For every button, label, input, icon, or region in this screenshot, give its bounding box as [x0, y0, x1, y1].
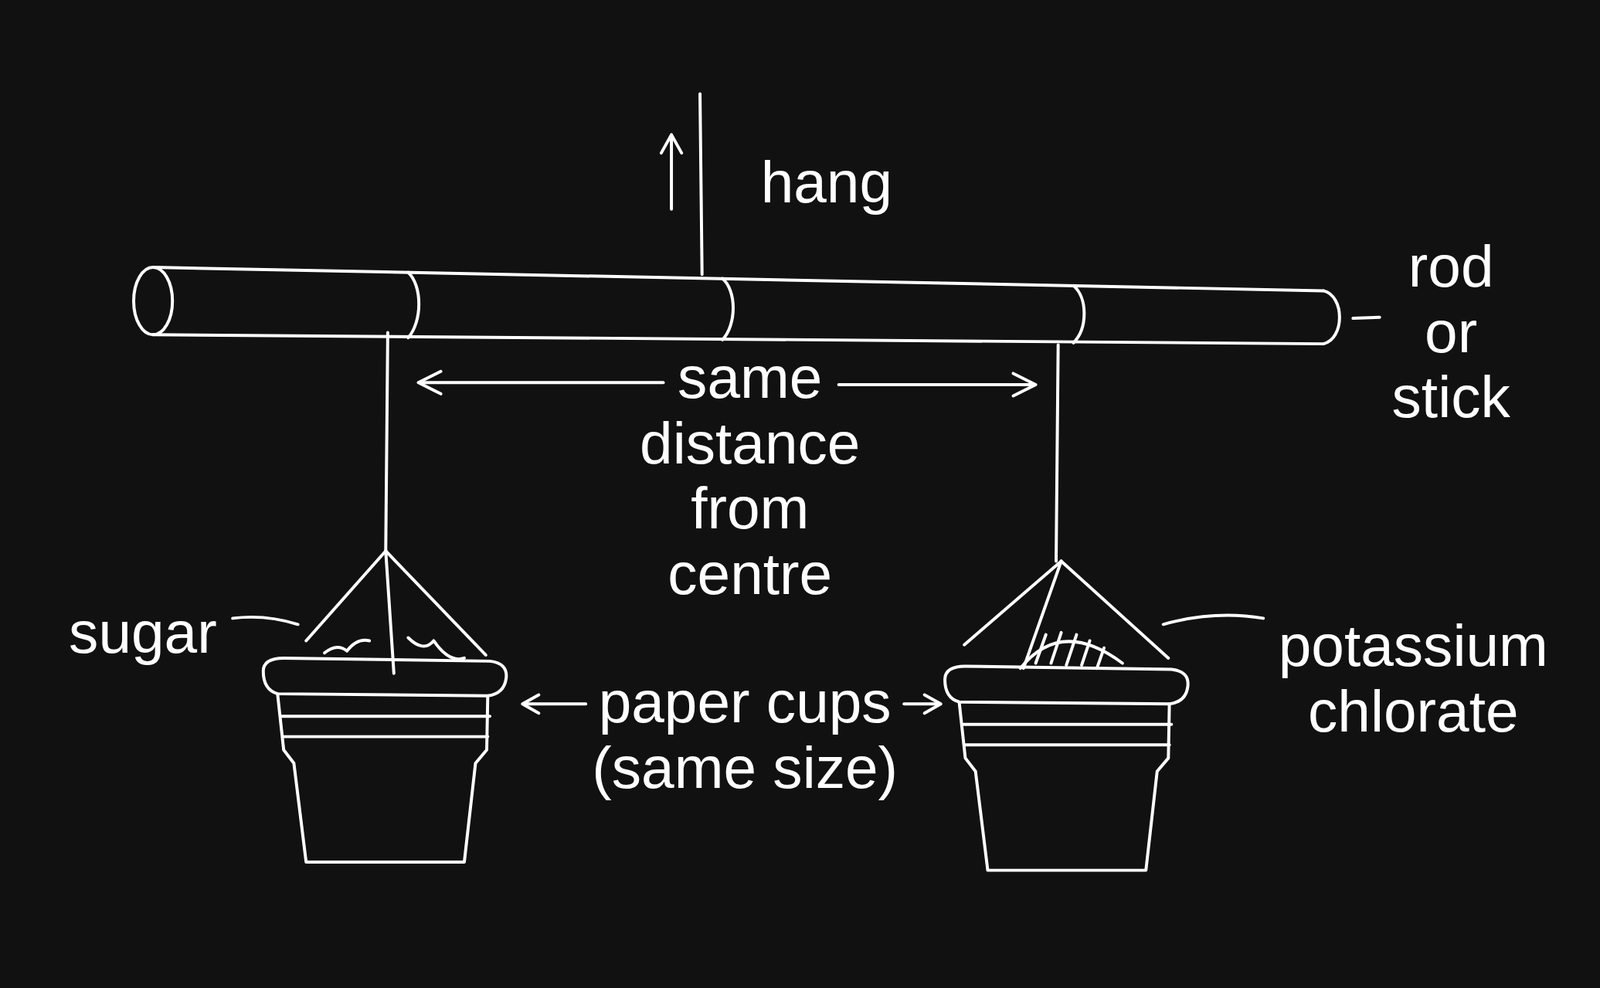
- cup-ring: [281, 714, 490, 718]
- leaders: [232, 317, 1380, 626]
- hanger: [661, 94, 703, 276]
- cup-rim: [944, 665, 1189, 704]
- leader-line: [1163, 615, 1264, 626]
- label-text: same distance from centre: [639, 345, 860, 606]
- rod-joint: [1073, 285, 1084, 344]
- arrow-head: [522, 694, 539, 714]
- label-text: paper cups (same size): [587, 669, 902, 801]
- arrow-head: [418, 371, 442, 395]
- label-text: sugar: [68, 600, 218, 666]
- cup-ring: [283, 735, 488, 739]
- rod-joint: [407, 272, 419, 339]
- hang-string: [699, 94, 703, 276]
- rod-end: [133, 267, 173, 335]
- label-text: hang: [760, 149, 893, 215]
- cup-ring: [964, 743, 1169, 747]
- leader-line: [232, 617, 299, 625]
- hatching: [1036, 632, 1105, 669]
- cone-side: [305, 550, 386, 641]
- paper-cup: [944, 665, 1189, 870]
- paper-cup: [263, 658, 507, 863]
- rod-edge: [152, 267, 1324, 291]
- up-arrow: [669, 137, 673, 209]
- rod: [133, 267, 1340, 344]
- label-text: potassium chlorate: [1278, 613, 1549, 744]
- cup-ring: [963, 723, 1172, 727]
- arrow-head: [661, 134, 682, 153]
- right-cone: [964, 560, 1169, 669]
- leader-line: [1352, 317, 1380, 319]
- label-text: rod or stick: [1392, 234, 1511, 430]
- cup-string: [385, 332, 388, 552]
- cone-side: [385, 550, 486, 656]
- arrow-head: [1013, 373, 1037, 396]
- rod-end: [1323, 290, 1340, 344]
- dimension-arrow: [420, 380, 663, 384]
- rod-edge: [152, 334, 1324, 344]
- rod-joint: [722, 278, 734, 340]
- sugar-heap: [407, 637, 465, 660]
- pointer-arrow: [903, 702, 939, 706]
- left-cone: [305, 550, 486, 673]
- cup-rim: [263, 658, 507, 697]
- cup-body: [959, 702, 1170, 871]
- arrow-head: [924, 694, 941, 714]
- dimension-arrow: [839, 383, 1034, 387]
- pointer-arrow: [524, 702, 586, 706]
- cup-body: [277, 693, 488, 863]
- cup-string: [1056, 344, 1059, 561]
- cone-line: [385, 550, 395, 673]
- sugar-heap: [324, 640, 370, 654]
